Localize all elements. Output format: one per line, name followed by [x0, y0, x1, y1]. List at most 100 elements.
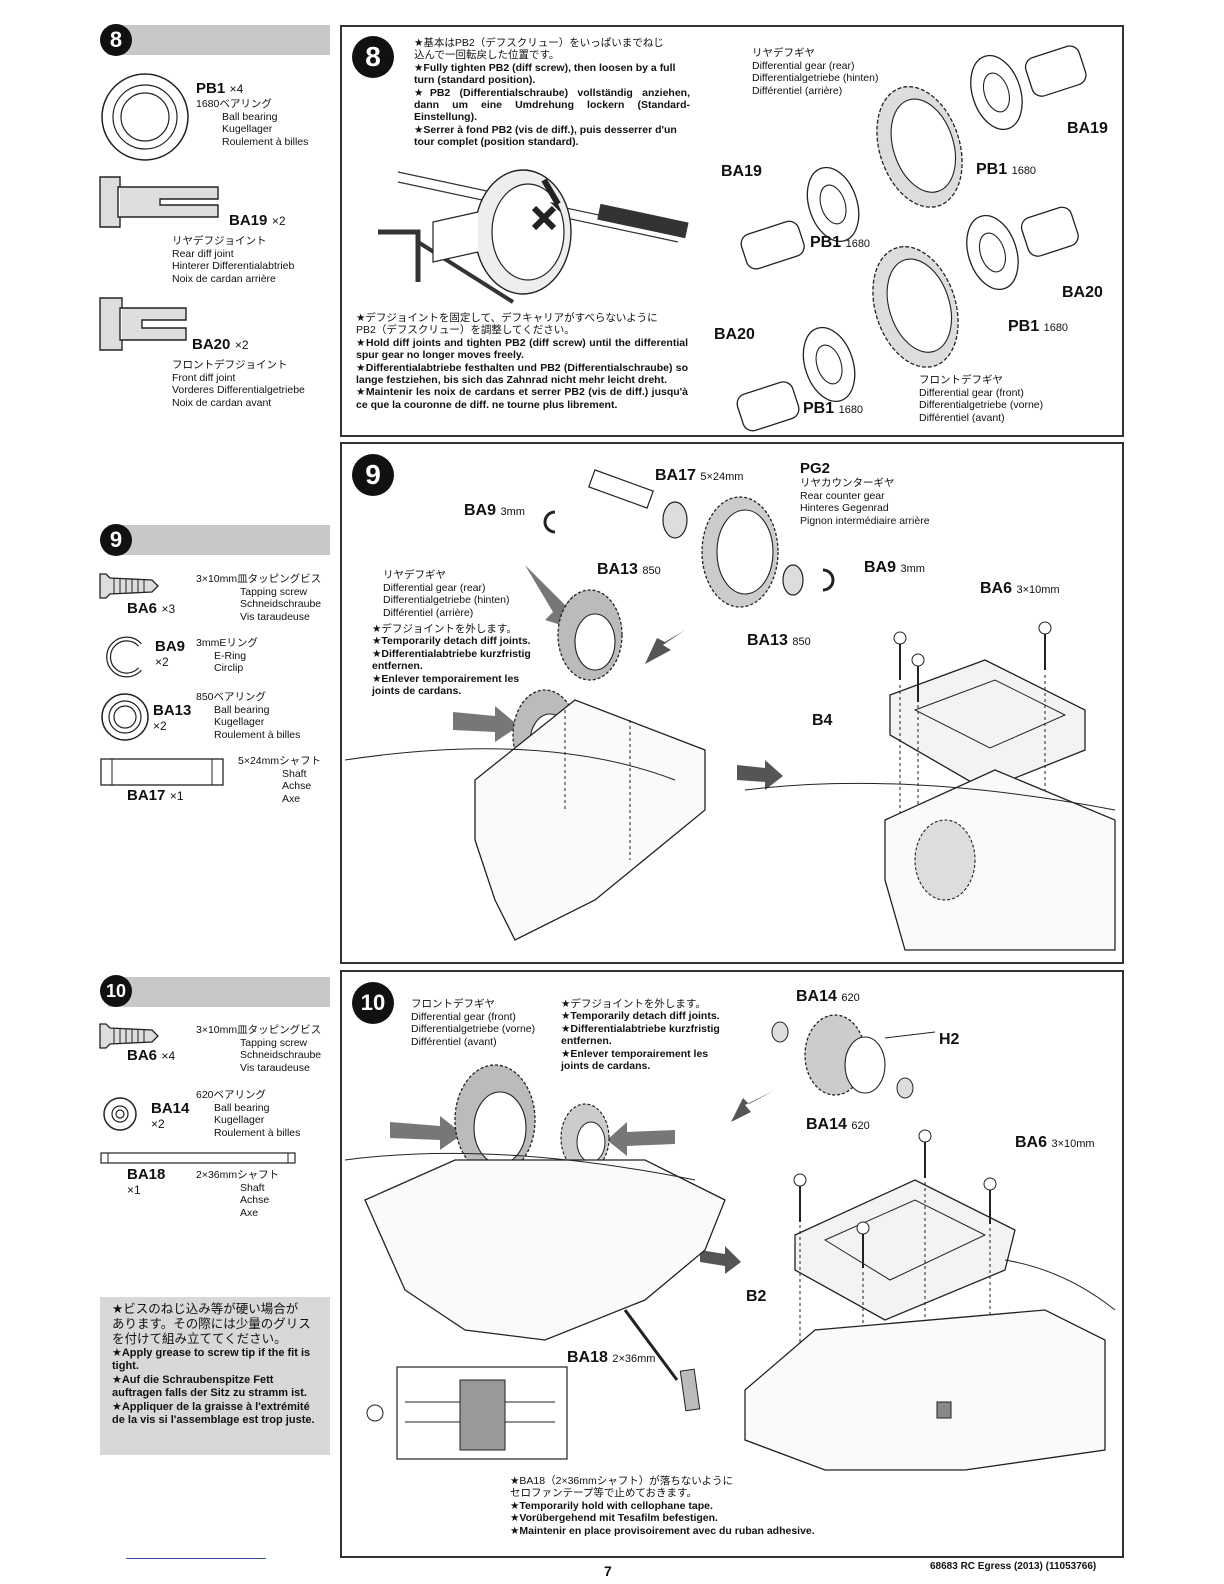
step8-number: 8 — [100, 24, 132, 56]
p10-ba6: BA6 3×10mm — [1015, 1134, 1095, 1152]
p10-tape-note: ★BA18（2×36mmシャフト）が落ちないように セロファンテープ等で止めてお… — [510, 1475, 870, 1537]
ba6-s9-info: BA6 ×3 — [127, 600, 175, 618]
p9-ba13-left-code: BA13 — [597, 561, 638, 578]
p8-ba20-left: BA20 — [714, 326, 755, 343]
ba9-de: Circlip — [214, 662, 244, 674]
p10-detach-fr: ★Enlever temporairement les joints de ca… — [561, 1047, 709, 1073]
rear-diff-joint-icon — [99, 176, 219, 228]
p8-pb1-a-size: 1680 — [1011, 165, 1037, 177]
p9-ba6-code: BA6 — [980, 580, 1013, 597]
p8-pb1-b: PB1 1680 — [810, 234, 870, 252]
p8-pb1-d-code: PB1 — [803, 400, 835, 417]
p9-rear-en: Differential gear (rear) — [383, 581, 486, 594]
document-reference: 68683 RC Egress (2013) (11053766) — [930, 1561, 1097, 1572]
p10-h2: H2 — [939, 1031, 960, 1048]
ba6-s10-code: BA6 — [127, 1047, 158, 1064]
ba13-code: BA13 — [153, 702, 192, 719]
p9-ba9-left-size: 3mm — [500, 506, 525, 518]
ba6-s10-fr: Vis taraudeuse — [240, 1061, 310, 1074]
p10-front-fr: Différentiel (avant) — [411, 1035, 497, 1048]
tapping-screw-icon — [99, 573, 159, 599]
tape-jp1: ★BA18（2×36mmシャフト）が落ちないように — [510, 1475, 734, 1487]
ba19-desc: リヤデフジョイント Rear diff joint Hinterer Diffe… — [172, 235, 294, 285]
panel8-front-gear-label: フロントデフギヤ Differential gear (front) Diffe… — [919, 374, 1043, 424]
p10-ba14-top-size: 620 — [841, 992, 860, 1004]
tape-en: ★Temporarily hold with cellophane tape. — [510, 1499, 713, 1512]
ba6-s9-de: Schneidschraube — [240, 598, 322, 610]
ba9-desc: 3mmEリング E-Ring Circlip — [196, 637, 258, 675]
ba13-fr: Roulement à billes — [214, 728, 301, 741]
tip-jp1: ★ビスのねじ込み等が硬い場合が — [112, 1302, 299, 1316]
ba6-s10-de: Schneidschraube — [240, 1049, 322, 1061]
ba6-s10-desc: 3×10mm皿タッピングビス Tapping screw Schneidschr… — [196, 1024, 321, 1074]
tip-de: ★Auf die Schraubenspitze Fett auftragen … — [112, 1373, 307, 1400]
pb1-desc: 1680ベアリング Ball bearing Kugellager Roulem… — [196, 98, 308, 148]
ba6-s9-desc: 3×10mm皿タッピングビス Tapping screw Schneidschr… — [196, 573, 321, 623]
p9-ba9-right: BA9 3mm — [864, 559, 925, 577]
p9-pg2-jp: リヤカウンターギヤ — [800, 477, 895, 489]
p8-ba19-left: BA19 — [721, 163, 762, 180]
p8-front-jp: フロントデフギヤ — [919, 374, 1003, 386]
p10-detach-de: ★Differentialabtriebe kurzfristig entfer… — [561, 1022, 720, 1048]
tip-en: ★Apply grease to screw tip if the fit is… — [112, 1347, 311, 1373]
ba6-s9-fr: Vis taraudeuse — [240, 610, 310, 623]
ba18-info: BA18 ×1 — [127, 1166, 165, 1197]
p8-front-de: Differentialgetriebe (vorne) — [919, 399, 1044, 411]
p10-ba6-size: 3×10mm — [1051, 1138, 1095, 1150]
p9-pg2-fr: Pignon intermédiaire arrière — [800, 514, 930, 527]
step10-bar — [108, 977, 330, 1007]
diff-adjust-illustration — [378, 169, 689, 304]
tip-box — [100, 1297, 330, 1455]
page-number: 7 — [604, 1563, 612, 1579]
ba6-s10-info: BA6 ×4 — [127, 1047, 175, 1065]
ba19-jp: リヤデフジョイント — [172, 235, 267, 247]
ba14-desc: 620ベアリング Ball bearing Kugellager Rouleme… — [196, 1089, 300, 1139]
ba6-s9-code: BA6 — [127, 600, 158, 617]
tip-jp3: を付けて組み立ててください。 — [112, 1332, 287, 1346]
tip-fr: ★Appliquer de la graisse à l'extrémité d… — [112, 1400, 315, 1427]
gearbox-assembly-illustration — [344, 469, 1116, 951]
note1-de: ★PB2 (Differentialschraube) vollständig … — [414, 86, 690, 124]
p8-rear-fr: Différentiel (arrière) — [752, 84, 843, 97]
shaft-icon — [100, 758, 224, 786]
panel10-number: 10 — [352, 982, 394, 1024]
note1-en: ★Fully tighten PB2 (diff screw), then lo… — [414, 61, 676, 87]
tape-fr: ★Maintenir en place provisoirement avec … — [510, 1524, 815, 1537]
panel8-note1: ★基本はPB2（デフスクリュー）をいっぱいまでねじ 込んで一回転戻した位置です。… — [414, 37, 690, 149]
ba14-info: BA14 ×2 — [151, 1100, 189, 1131]
p9-pg2-en: Rear counter gear — [800, 489, 885, 502]
pb1-fr: Roulement à billes — [222, 135, 309, 148]
p9-ba9-left-code: BA9 — [464, 502, 497, 519]
p10-front-jp: フロントデフギヤ — [411, 998, 495, 1010]
p10-front-de: Differentialgetriebe (vorne) — [411, 1023, 536, 1035]
ba6-s9-en: Tapping screw — [240, 585, 308, 598]
p9-ba13-right-size: 850 — [792, 636, 811, 648]
p10-detach-en: ★Temporarily detach diff joints. — [561, 1010, 720, 1023]
ba9-code: BA9 — [155, 638, 186, 655]
ba20-de: Vorderes Differentialgetriebe — [172, 384, 305, 396]
p8-ba19-right: BA19 — [1067, 120, 1108, 137]
tape-jp2: セロファンテープ等で止めておきます。 — [510, 1487, 698, 1500]
tip-jp2: あります。その際には少量のグリス — [112, 1317, 311, 1331]
p9-detach-de: ★Differentialabtriebe kurzfristig entfer… — [372, 647, 531, 673]
ba20-code: BA20 — [192, 336, 231, 353]
p9-ba9-left: BA9 3mm — [464, 502, 525, 520]
pb1-code: PB1 — [196, 80, 226, 97]
ba20-info: BA20 ×2 — [192, 336, 249, 354]
ba17-en: Shaft — [282, 767, 307, 780]
bearing-small-icon — [101, 693, 149, 741]
p9-b4: B4 — [812, 712, 833, 729]
p8-front-en: Differential gear (front) — [919, 386, 1024, 399]
pb1-info: PB1 ×4 — [196, 80, 243, 98]
ba6-s9-qty: ×3 — [161, 602, 176, 616]
p10-detach-jp: ★デフジョイントを外します。 — [561, 998, 706, 1010]
p8-pb1-b-code: PB1 — [810, 234, 842, 251]
p8-front-fr: Différentiel (avant) — [919, 411, 1005, 424]
ba13-en: Ball bearing — [214, 703, 270, 716]
panel8-rear-gear-label: リヤデフギヤ Differential gear (rear) Differen… — [752, 47, 878, 97]
front-gearbox-assembly-illustration — [344, 1014, 1116, 1471]
ba19-de: Hinterer Differentialabtrieb — [172, 260, 295, 272]
ba18-de: Achse — [240, 1194, 270, 1206]
note2-fr: ★Maintenir les noix de cardans et serrer… — [356, 386, 688, 411]
ba17-info: BA17 ×1 — [127, 787, 184, 805]
